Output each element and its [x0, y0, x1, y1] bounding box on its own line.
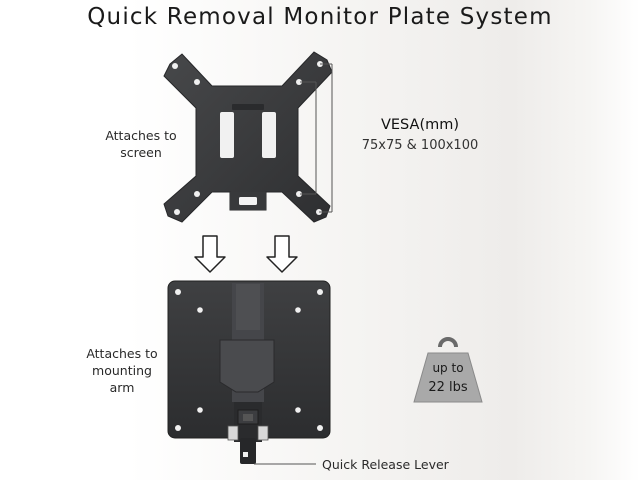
down-arrow-icon: [266, 235, 298, 273]
weight-icon: up to 22 lbs: [413, 337, 483, 403]
vesa-sizes: 75x75 & 100x100: [361, 138, 479, 153]
vesa-dimension-lines: [300, 63, 333, 213]
weight-line-2: 22 lbs: [428, 380, 468, 395]
page-title: Quick Removal Monitor Plate System: [87, 4, 553, 30]
attaches-to-screen-label: Attaches to screen: [105, 128, 177, 160]
down-arrow-icon: [194, 235, 226, 273]
mounting-plate: [167, 280, 331, 464]
quick-release-lever-label: Quick Release Lever: [322, 457, 449, 472]
weight-line-1: up to: [432, 361, 463, 375]
attaches-to-arm-label: Attaches to mounting arm: [86, 346, 158, 395]
vesa-plate: [163, 51, 333, 223]
vesa-title: VESA(mm): [380, 117, 460, 133]
